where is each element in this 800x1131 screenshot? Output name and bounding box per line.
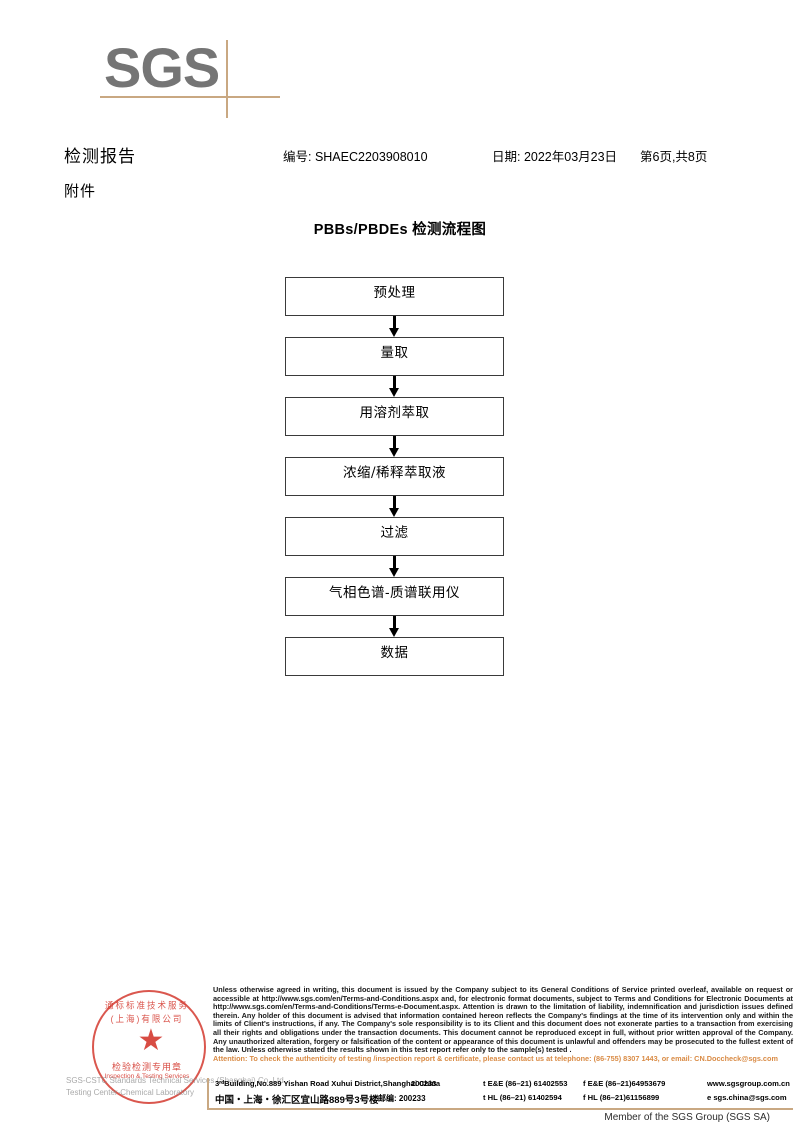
stamp-purpose-en: Inspection & Testing Services xyxy=(104,1073,190,1080)
address-english: 3ʳᵈBuilding,No.889 Yishan Road Xuhui Dis… xyxy=(215,1079,441,1088)
flow-node-measuring: 量取 xyxy=(285,337,504,376)
flow-arrow-5 xyxy=(285,556,504,577)
address-chinese: 中国・上海・徐汇区宜山路889号3号楼 xyxy=(215,1095,379,1106)
arrow-head-icon xyxy=(389,628,399,637)
flow-arrow-1 xyxy=(285,316,504,337)
arrow-shaft xyxy=(393,616,396,631)
arrow-head-icon xyxy=(389,328,399,337)
arrow-shaft xyxy=(393,436,396,451)
flow-node-label: 过滤 xyxy=(380,525,409,541)
arrow-head-icon xyxy=(389,388,399,397)
header-row-primary: 检测报告 编号: SHAEC2203908010 日期: 2022年03月23日… xyxy=(64,142,754,170)
star-icon: ★ xyxy=(137,1024,165,1057)
flow-node-label: 预处理 xyxy=(373,285,416,301)
flow-arrow-6 xyxy=(285,616,504,637)
arrow-shaft xyxy=(393,376,396,391)
company-stamp: 通标标准技术服务(上海)有限公司 ★ 检验检测专用章 Inspection & … xyxy=(92,990,210,1108)
flow-node-label: 浓缩/稀释萃取液 xyxy=(342,465,447,481)
arrow-shaft xyxy=(393,496,396,511)
legal-body-text: Unless otherwise agreed in writing, this… xyxy=(213,985,793,1055)
flow-arrow-2 xyxy=(285,376,504,397)
flow-arrow-3 xyxy=(285,436,504,457)
page-title: 检测报告 xyxy=(64,147,136,167)
arrow-shaft xyxy=(393,316,396,331)
logo-horizontal-rule xyxy=(100,96,280,98)
flow-node-label: 气相色谱-质谱联用仪 xyxy=(328,585,461,601)
section-label-attachment: 附件 xyxy=(64,182,97,200)
logo-vertical-rule xyxy=(226,40,228,118)
arrow-shaft xyxy=(393,556,396,571)
flow-node-label: 量取 xyxy=(380,345,409,361)
flow-node-label: 用溶剂萃取 xyxy=(359,405,430,421)
page-counter: 第6页,共8页 xyxy=(640,150,708,164)
footer-divider xyxy=(207,1108,793,1110)
report-number: 编号: SHAEC2203908010 xyxy=(283,150,428,164)
postcode-chinese: 邮编: 200233 xyxy=(378,1094,426,1103)
sgs-logo: SGS xyxy=(100,36,280,118)
postcode-english: 200233 xyxy=(411,1079,437,1088)
watermark-lab-line: Testing Center-Chemical Laboratory xyxy=(66,1088,195,1097)
arrow-head-icon xyxy=(389,508,399,517)
arrow-head-icon xyxy=(389,448,399,457)
report-date: 日期: 2022年03月23日 xyxy=(492,150,618,164)
fax-ee: f E&E (86–21)64953679 xyxy=(583,1079,666,1088)
flowchart-title: PBBs/PBDEs 检测流程图 xyxy=(313,222,487,238)
document-header: 检测报告 编号: SHAEC2203908010 日期: 2022年03月23日… xyxy=(64,142,754,202)
flow-node-concentrate-dilute: 浓缩/稀释萃取液 xyxy=(285,457,504,496)
email-address[interactable]: e sgs.china@sgs.com xyxy=(707,1093,787,1102)
telephone-ee: t E&E (86–21) 61402553 xyxy=(483,1079,568,1088)
website-url[interactable]: www.sgsgroup.com.cn xyxy=(707,1079,790,1088)
telephone-hl: t HL (86–21) 61402594 xyxy=(483,1093,562,1102)
address-block: 3ʳᵈBuilding,No.889 Yishan Road Xuhui Dis… xyxy=(207,1078,797,1108)
flow-node-data: 数据 xyxy=(285,637,504,676)
flow-node-label: 数据 xyxy=(380,645,409,661)
sgs-logo-text: SGS xyxy=(104,36,220,99)
stamp-purpose-cn: 检验检测专用章 xyxy=(111,1062,182,1072)
legal-disclaimer: Unless otherwise agreed in writing, this… xyxy=(213,985,793,1063)
flowchart: 预处理 量取 用溶剂萃取 浓缩/稀释萃取液 过滤 xyxy=(285,277,504,676)
arrow-head-icon xyxy=(389,568,399,577)
address-row-english: 3ʳᵈBuilding,No.889 Yishan Road Xuhui Dis… xyxy=(215,1078,797,1092)
attention-notice: Attention: To check the authenticity of … xyxy=(213,1053,778,1063)
flow-node-solvent-extraction: 用溶剂萃取 xyxy=(285,397,504,436)
watermark-company-line: SGS-CSTC Standards Technical Services (S… xyxy=(66,1076,286,1085)
fax-hl: f HL (86–21)61156899 xyxy=(583,1093,660,1102)
address-row-chinese: 中国・上海・徐汇区宜山路889号3号楼 邮编: 200233 t HL (86–… xyxy=(215,1092,797,1106)
flow-node-pretreatment: 预处理 xyxy=(285,277,504,316)
stamp-circle-border xyxy=(92,990,206,1104)
flow-node-filtration: 过滤 xyxy=(285,517,504,556)
stamp-company-name: 通标标准技术服务(上海)有限公司 xyxy=(104,999,189,1025)
flow-arrow-4 xyxy=(285,496,504,517)
group-membership-note: Member of the SGS Group (SGS SA) xyxy=(604,1112,770,1123)
flow-node-gcms: 气相色谱-质谱联用仪 xyxy=(285,577,504,616)
